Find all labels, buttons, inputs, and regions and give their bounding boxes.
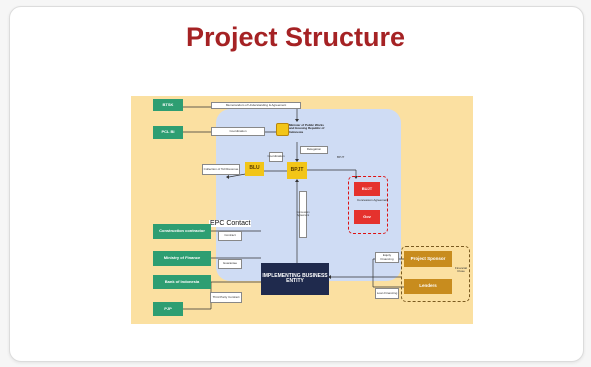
ministry-label: Minister of Public Works and Housing Rep… [289, 123, 325, 134]
project-structure-diagram: BTSK PCL BI Memorandum of Understanding … [131, 96, 473, 324]
small-note-label: Coordination [268, 152, 285, 162]
bpjt-box: BPJT [287, 162, 307, 179]
epc-contract-label: EPC Contact [209, 220, 252, 227]
sponsor-group [401, 246, 470, 302]
implementing-entity-box: IMPLEMENTING BUSINESS ENTITY [261, 263, 329, 295]
pcb-box: PCL BI [153, 126, 183, 139]
guarantee-label: Guarantee [218, 259, 242, 269]
ministry-finance-box: Ministry of Finance [153, 251, 211, 266]
toll-revenue-label: Collection of Toll Revenue [202, 164, 240, 175]
delegation-label: Delegation [300, 146, 328, 154]
project-sponsor-box: Project Sponsor [404, 251, 452, 267]
third-party-label: Third Party Contract [210, 292, 242, 303]
loan-label: Loan Financing [375, 288, 399, 299]
bank-box: Bank of Indonesia [153, 275, 211, 289]
financial-close-label: Financial Close [454, 266, 467, 274]
pjp-box: PJP [153, 302, 183, 316]
concession-label: Concession Agreement [357, 198, 389, 202]
equity-label: Equity Financing [375, 252, 399, 263]
construction-contractor-box: Construction contractor [153, 224, 211, 239]
gov-box: Gov [354, 210, 380, 224]
ministry-logo [276, 123, 289, 136]
vertical-note: Concession Agreement [296, 191, 310, 238]
mou-label: Memorandum of Understanding & Agreement [211, 102, 301, 109]
blu-box: BLU [245, 162, 264, 176]
bujt-group [348, 176, 388, 234]
bpjt-side-label: BPJT [337, 155, 345, 159]
page-title: Project Structure [185, 22, 406, 52]
lenders-box: Lenders [404, 279, 452, 294]
bujt-box: BUJT [354, 182, 380, 196]
contract-label: Contract [218, 231, 242, 241]
coordination-label: Coordination [211, 127, 265, 136]
bpsk-box: BTSK [153, 99, 183, 111]
